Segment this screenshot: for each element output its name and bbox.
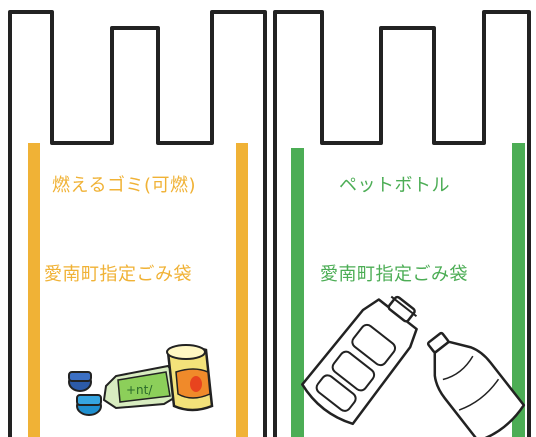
right-bag-designated-label: 愛南町指定ごみ袋 bbox=[320, 264, 468, 285]
right-bag-type-label: ペットボトル bbox=[339, 175, 450, 196]
crushed-pet-bottle-icon bbox=[301, 295, 418, 426]
right-bag-outline bbox=[273, 10, 531, 437]
can-icon bbox=[166, 344, 214, 412]
left-bag-stripe-right bbox=[236, 143, 248, 437]
right-bag-stripe-right bbox=[512, 143, 525, 437]
left-bag-type-label: 燃えるゴミ(可燃) bbox=[52, 175, 197, 196]
wrapper-text: +nt/ bbox=[126, 383, 153, 397]
bottle-cap-icon bbox=[68, 371, 92, 392]
left-bag-outline bbox=[8, 10, 267, 437]
right-bag-stripe-left bbox=[291, 148, 304, 437]
left-bag-stripe-left bbox=[28, 143, 40, 437]
snack-wrapper-icon: +nt/ bbox=[102, 364, 180, 410]
bottle-cap-icon bbox=[76, 394, 102, 416]
left-bag-designated-label: 愛南町指定ごみ袋 bbox=[44, 264, 192, 285]
pet-bottle-icon bbox=[426, 331, 526, 437]
